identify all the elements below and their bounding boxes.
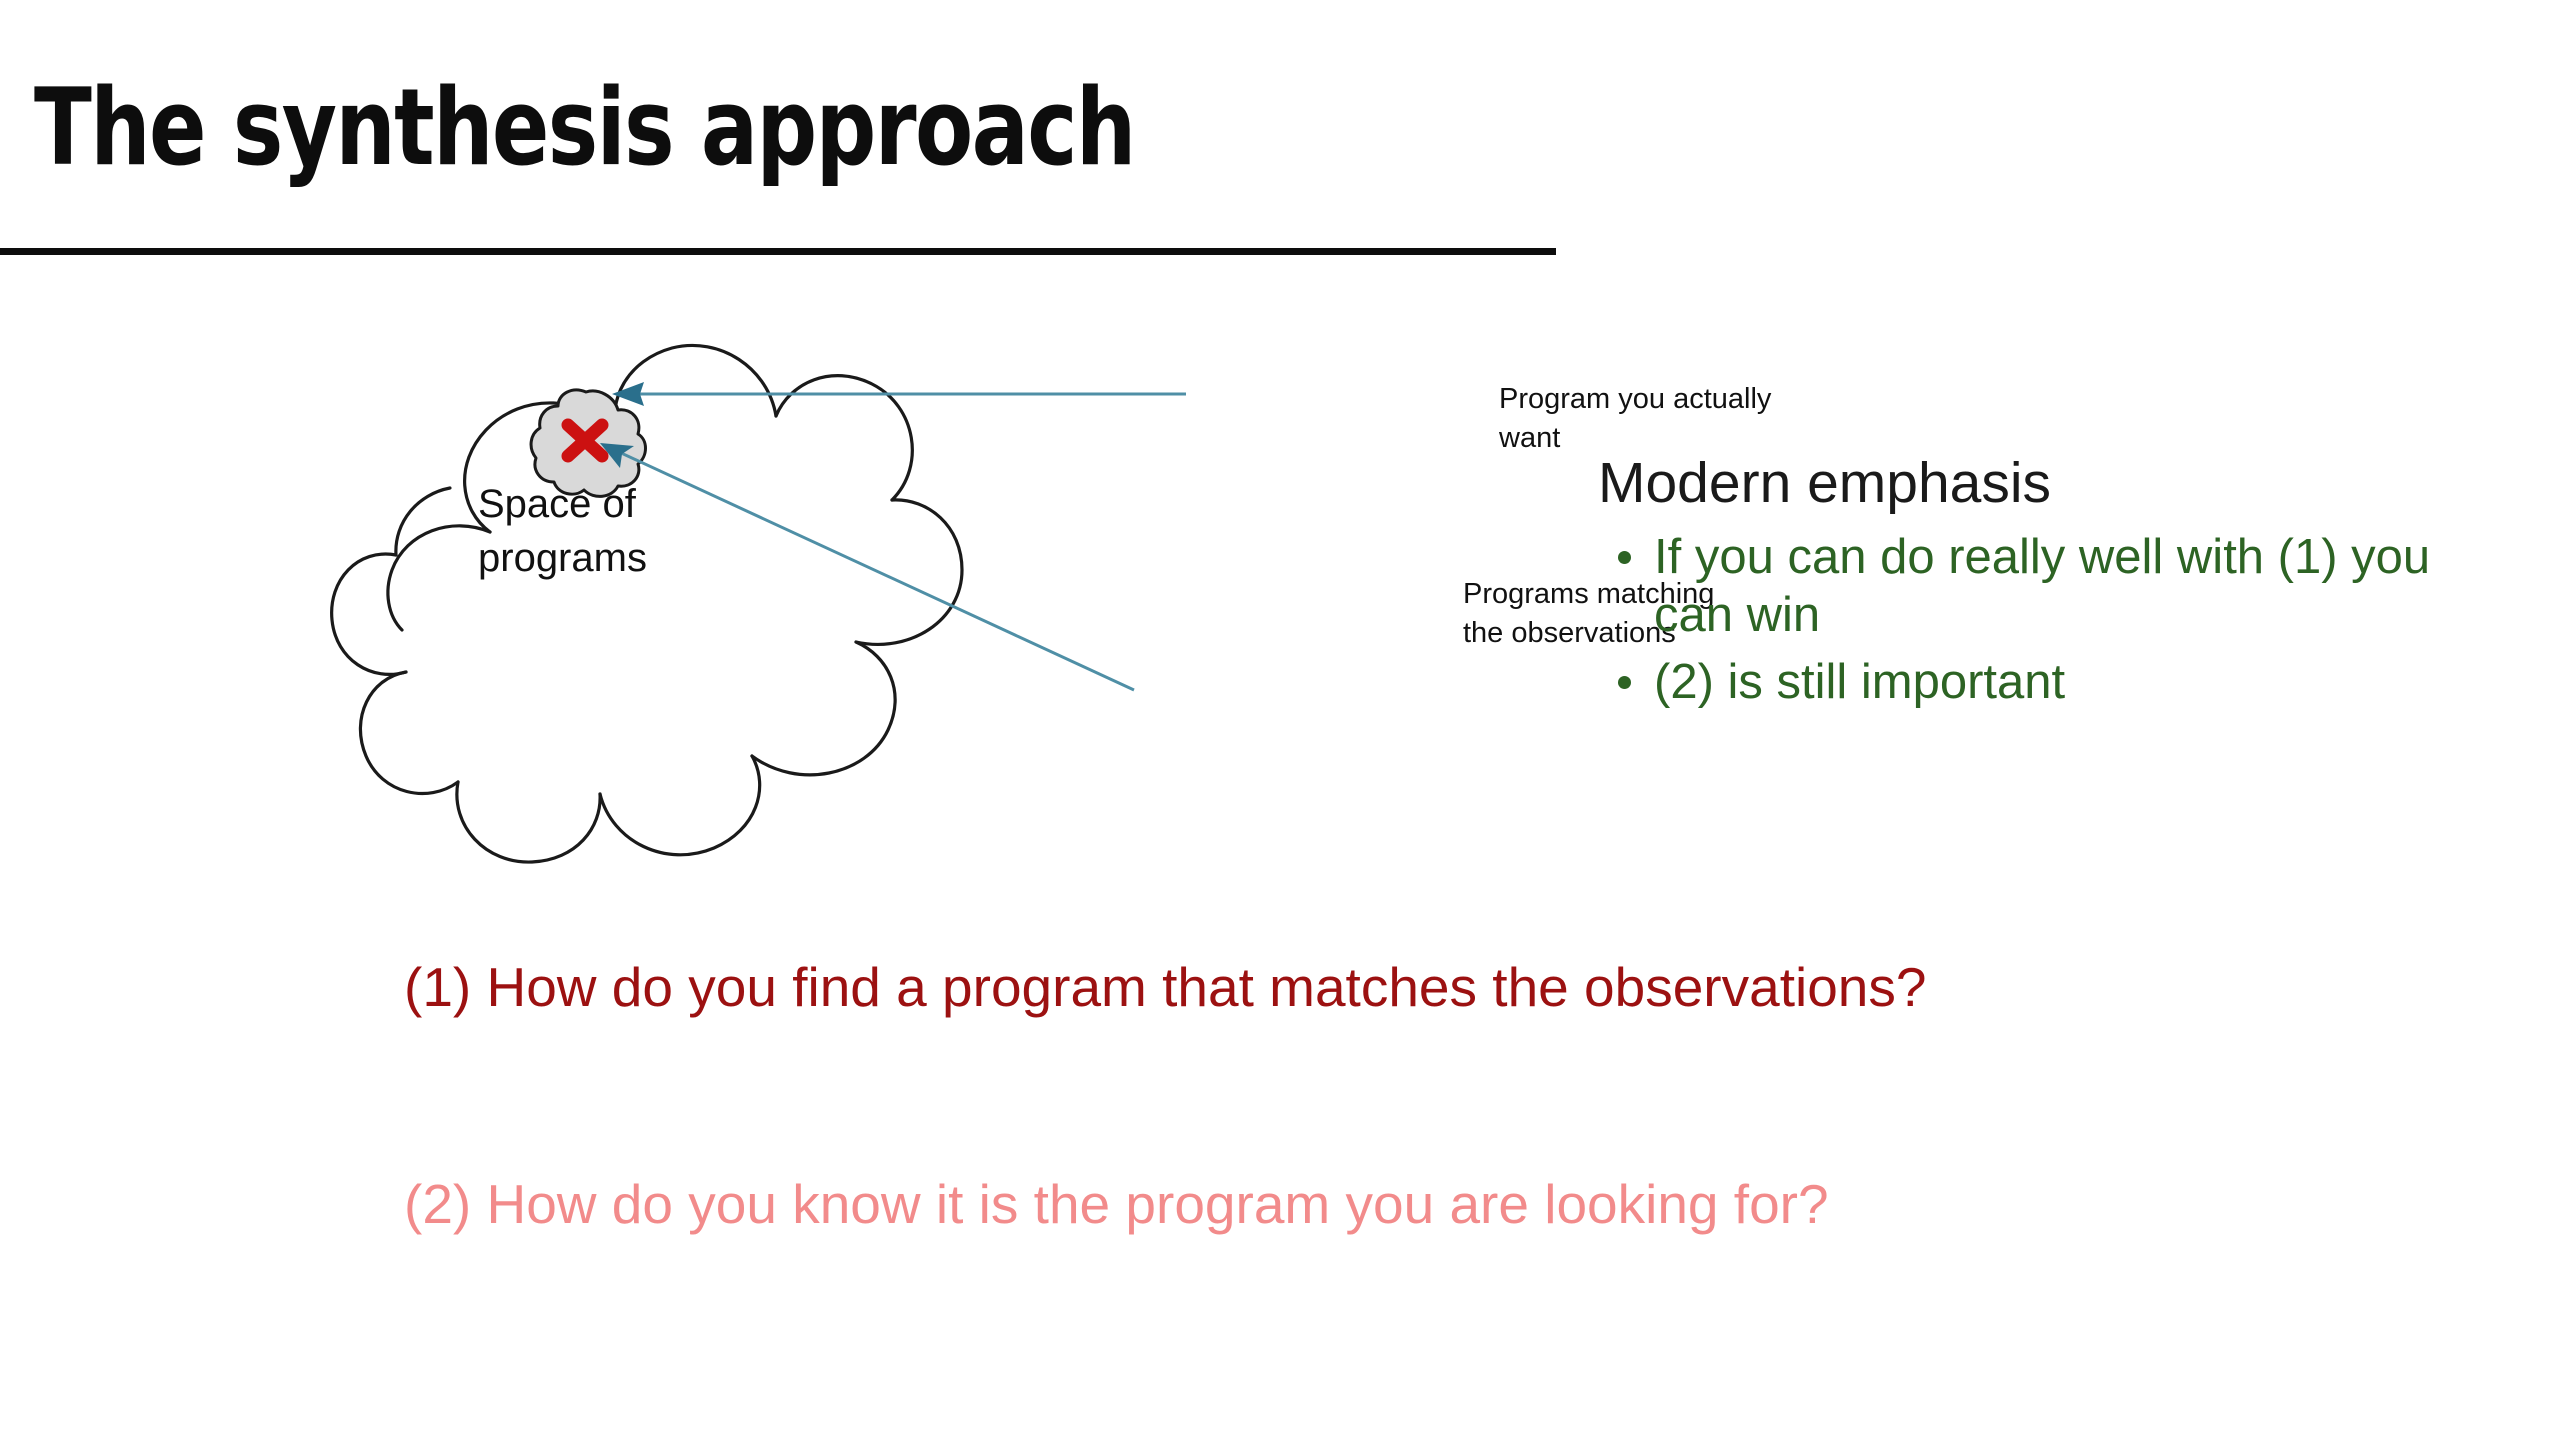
- list-item-label: (2) is still important: [1654, 655, 2066, 710]
- list-item: (2) is still important: [1598, 654, 2498, 712]
- annotation-line: Programs matching: [1463, 578, 1715, 610]
- bullet-dot-icon: [1618, 550, 1631, 564]
- arrowhead-programs-matching: [600, 443, 634, 468]
- slide-title: The synthesis approach: [34, 66, 1136, 189]
- annotation-program-you-actually-want: Program you actually want: [1499, 380, 1829, 458]
- label-line: Space of: [478, 482, 636, 526]
- label-line: programs: [478, 535, 647, 580]
- question-one-text: (1) How do you find a program that match…: [404, 956, 1927, 1018]
- label-space-of-programs: Space of programs: [478, 478, 758, 585]
- outer-cloud-shape: [330, 343, 964, 864]
- program-space-diagram: Space of programs Program you actually w…: [300, 270, 1771, 890]
- inner-cloud-shape: [529, 388, 647, 498]
- bullet-dot-icon: [1618, 676, 1631, 690]
- list-item: If you can do really well with (1) you c…: [1598, 529, 2498, 645]
- list-item-label: If you can do really well with (1) you c…: [1654, 529, 2431, 642]
- annotation-line: the observations: [1463, 616, 1676, 649]
- arrowhead-program-you-want: [612, 382, 644, 406]
- red-x-icon: [561, 418, 609, 463]
- modern-emphasis-bullet-list: If you can do really well with (1) you c…: [1598, 529, 2498, 712]
- annotation-programs-matching-observations: Programs matching the observations: [1463, 575, 1803, 653]
- question-two-text: (2) How do you know it is the program yo…: [404, 1173, 1829, 1235]
- modern-emphasis-block: Modern emphasis If you can do really wel…: [1598, 452, 2498, 722]
- annotation-line: want: [1499, 421, 1561, 454]
- leader-line-programs-matching: [605, 444, 1135, 692]
- modern-emphasis-heading: Modern emphasis: [1598, 451, 2052, 515]
- annotation-line: Program you actually: [1499, 383, 1772, 415]
- title-divider-rule: [0, 248, 1556, 255]
